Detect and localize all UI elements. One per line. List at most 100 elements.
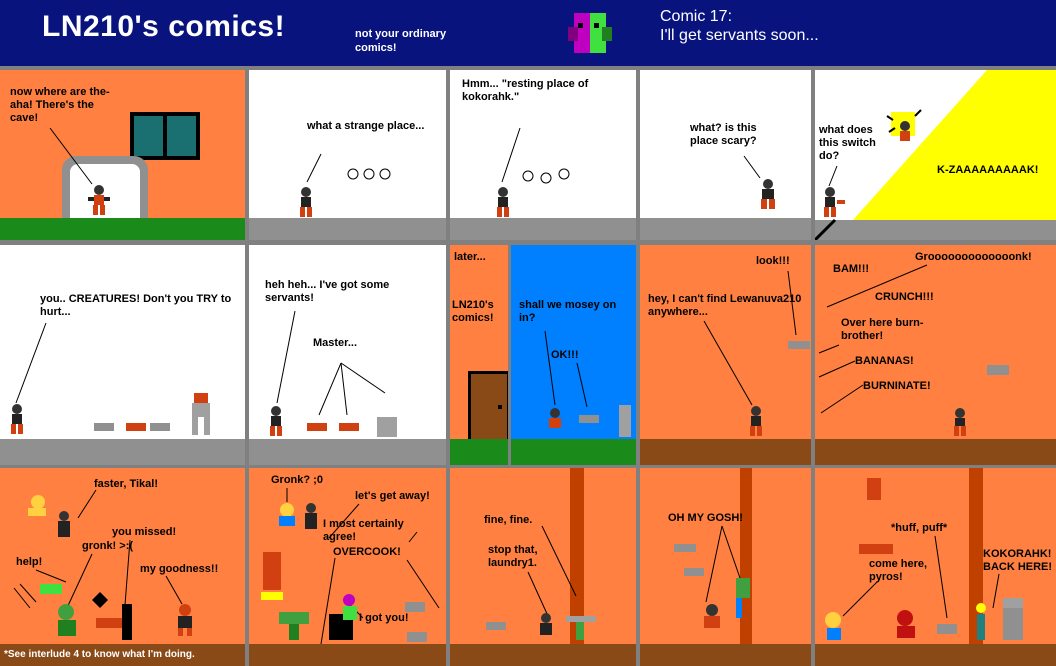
dirt-floor — [450, 644, 636, 666]
caption-text: LN210's comics! — [452, 299, 494, 324]
speech-text: Gronk? ;0 — [271, 474, 323, 486]
creatures-figures — [94, 423, 170, 431]
panel-1-3: Hmm... "resting place of kokorahk." — [450, 70, 636, 240]
characters-group — [674, 544, 750, 628]
sound-effect: K-ZAAAAAAAAAK! — [937, 164, 1039, 176]
speech-text: shall we mosey on in? — [519, 299, 617, 324]
pillar — [740, 468, 752, 644]
action-scene — [261, 552, 427, 642]
action-scene — [40, 584, 132, 640]
speech-text: look!!! — [756, 255, 790, 267]
speech-text: what a strange place... — [307, 120, 425, 132]
character-figure — [11, 404, 23, 434]
panel-3-4: OH MY GOSH! — [640, 468, 811, 666]
grass-floor — [450, 439, 508, 465]
character-figure — [300, 187, 312, 217]
door — [468, 371, 508, 439]
comic-heading: Comic 17: I'll get servants soon... — [660, 7, 819, 45]
panel-3-1: faster, Tikal! you missed! gronk! >:( he… — [0, 468, 245, 666]
speech-text: OVERCOOK! — [333, 546, 401, 558]
stone-floor — [0, 439, 245, 465]
panel-1-2: what a strange place... — [249, 70, 446, 240]
window — [130, 112, 200, 160]
stone-floor — [249, 218, 446, 240]
comic-title: I'll get servants soon... — [660, 27, 819, 44]
comic-subtitle: not your ordinary comics! — [355, 28, 447, 54]
panel-3-3: fine, fine. stop that, laundry1. — [450, 468, 636, 666]
tikal-figure — [825, 612, 841, 640]
character-figure — [954, 408, 966, 436]
stone-floor — [249, 439, 446, 465]
header-bar: LN210's comics! not your ordinary comics… — [0, 0, 1056, 66]
panel-2-5: look!!! hey, I can't find Lewanuva210 an… — [640, 245, 811, 465]
dirt-floor — [815, 439, 1056, 465]
panel-2-2: heh heh... I've got some servants! Maste… — [249, 245, 446, 465]
panel-2-1: you.. CREATURES! Don't you TRY to hurt..… — [0, 245, 245, 465]
panel-1-5: what does this switch do? K-ZAAAAAAAAAK! — [815, 70, 1056, 240]
character-group — [28, 495, 70, 537]
speech-text: fine, fine. — [484, 514, 533, 526]
speech-text: now where are the- aha! There's the cave… — [10, 86, 110, 124]
character-figure — [750, 406, 762, 436]
speech-text: stop that, laundry1. — [488, 544, 538, 569]
speech-text: hey, I can't find Lewanuva210 anywhere..… — [648, 293, 802, 318]
comic-series-title: LN210's comics! — [42, 10, 286, 43]
speech-text: what does this switch do? — [819, 124, 876, 162]
grass-floor — [511, 439, 636, 465]
speech-text: my goodness!! — [140, 563, 219, 575]
logo-icon — [560, 9, 618, 57]
speech-text: faster, Tikal! — [94, 478, 158, 490]
stone-floor — [640, 218, 811, 240]
character-figure — [88, 185, 110, 215]
servants-figures — [307, 417, 397, 437]
sound-effect: CRUNCH!!! — [875, 291, 934, 303]
panel-1-4: what? is this place scary? — [640, 70, 811, 240]
speech-text: gronk! >:( — [82, 540, 134, 552]
comic-number: Comic 17: — [660, 8, 733, 25]
characters-group — [549, 405, 631, 437]
speech-text: OH MY GOSH! — [668, 512, 743, 524]
speech-text: BANANAS! — [855, 355, 914, 367]
speech-text: heh heh... I've got some servants! — [265, 279, 390, 304]
speech-text: I most certainly agree! — [323, 518, 404, 543]
pillar — [570, 468, 584, 644]
panel-2-3: later... LN210's comics! — [450, 245, 508, 465]
creature-figure — [788, 341, 810, 349]
comic-grid: now where are the- aha! There's the cave… — [0, 66, 1056, 666]
character-figure — [761, 179, 775, 209]
creature-figure — [987, 365, 1009, 375]
character-figure — [497, 187, 509, 217]
characters-group — [976, 598, 1023, 640]
speech-text: KOKORAHK! BACK HERE! — [983, 548, 1053, 573]
panel-2-6: BAM!!! Grooooooooooooonk! CRUNCH!!! Over… — [815, 245, 1056, 465]
robot-figure — [192, 393, 210, 435]
character-figure — [270, 406, 282, 436]
dirt-floor — [0, 644, 245, 666]
character-figure — [824, 187, 845, 217]
speech-text: let's get away! — [355, 490, 430, 502]
characters-group — [859, 478, 957, 638]
speech-text: help! — [16, 556, 43, 568]
dirt-floor — [640, 439, 811, 465]
grass-floor — [0, 218, 245, 240]
speech-text: you missed! — [112, 526, 177, 538]
speech-text: you.. CREATURES! Don't you TRY to hurt..… — [40, 293, 232, 318]
dirt-floor — [815, 644, 1056, 666]
pillar — [969, 468, 983, 644]
footnote: *See interlude 4 to know what I'm doing. — [4, 649, 195, 660]
panel-3-2: Gronk? ;0 let's get away! I most certain… — [249, 468, 446, 666]
caption-text: later... — [454, 251, 486, 263]
speech-text: what? is this place scary? — [690, 122, 757, 147]
character-figure — [178, 604, 192, 636]
speech-text: Hmm... "resting place of kokorahk." — [462, 78, 589, 103]
panel-2-4: shall we mosey on in? OK!!! — [511, 245, 636, 465]
speech-text: I got you! — [359, 612, 409, 624]
speech-text: *huff, puff* — [891, 522, 948, 534]
characters-group — [486, 613, 596, 640]
character-group — [279, 503, 317, 529]
stone-floor — [450, 218, 636, 240]
speech-text: come here, pyros! — [869, 558, 928, 583]
speech-text: Over here burn-brother! — [841, 317, 924, 342]
panel-1-1: now where are the- aha! There's the cave… — [0, 70, 245, 240]
panel-3-5: *huff, puff* come here, pyros! KOKORAHK!… — [815, 468, 1056, 666]
